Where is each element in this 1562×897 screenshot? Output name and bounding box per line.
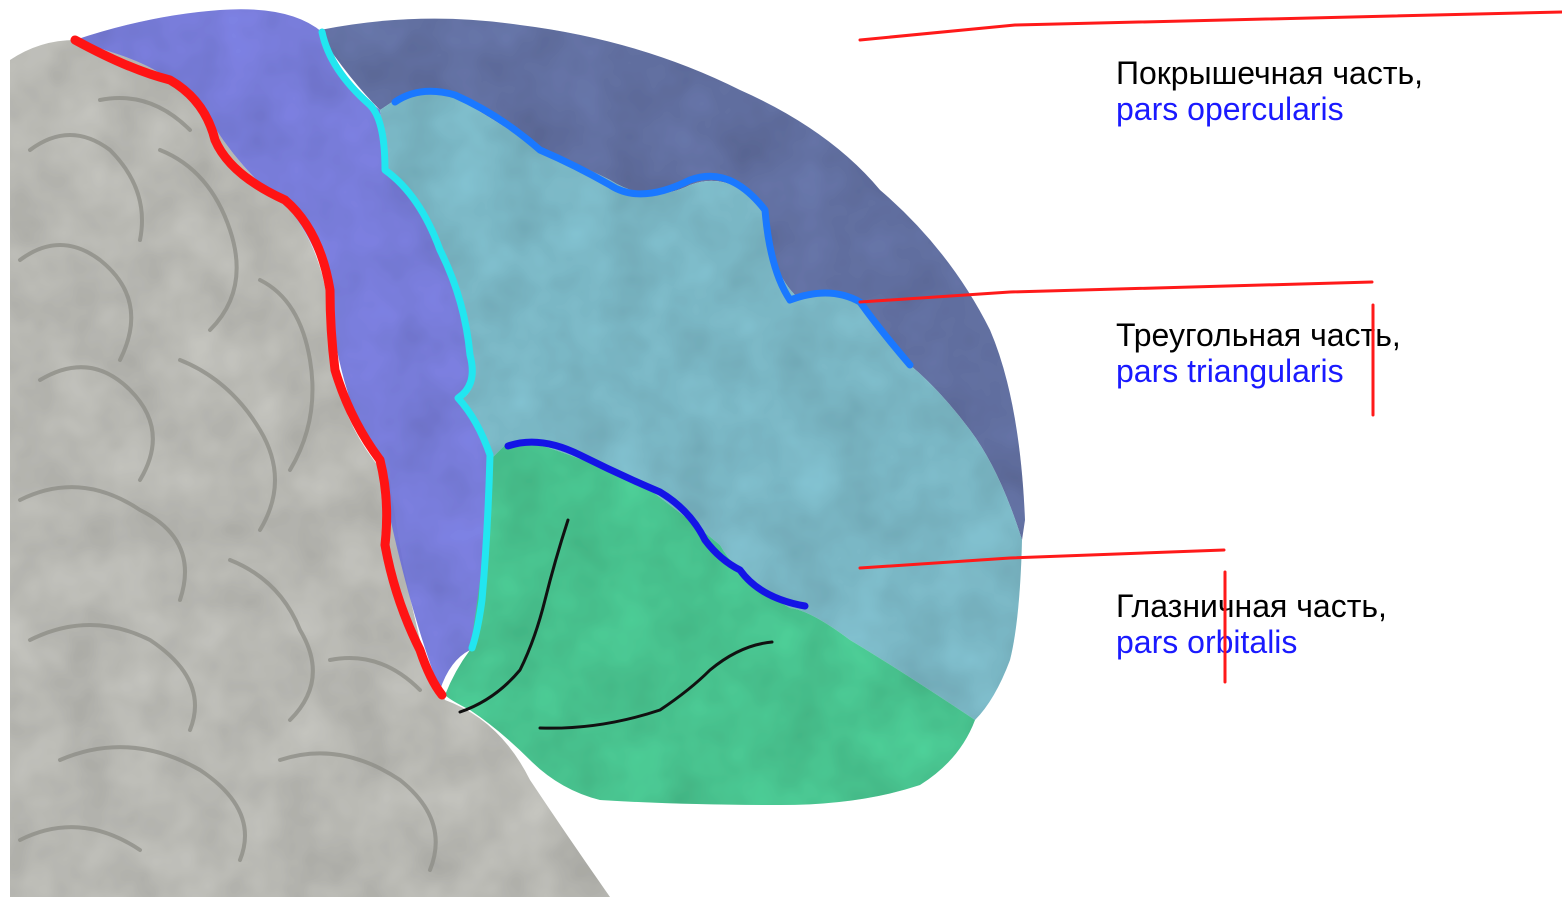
label-triangularis-lat: pars triangularis [1116,353,1401,389]
label-opercularis-lat: pars opercularis [1116,91,1423,127]
label-orbitalis-lat: pars orbitalis [1116,624,1387,660]
label-pars-triangularis: Треугольная часть, pars triangularis [1116,317,1401,389]
label-pars-orbitalis: Глазничная часть, pars orbitalis [1116,588,1387,660]
label-orbitalis-ru: Глазничная часть, [1116,588,1387,624]
label-triangularis-ru: Треугольная часть, [1116,317,1401,353]
pointer-line-opercularis [860,12,1562,40]
label-opercularis-ru: Покрышечная часть, [1116,55,1423,91]
label-pars-opercularis: Покрышечная часть, pars opercularis [1116,55,1423,127]
